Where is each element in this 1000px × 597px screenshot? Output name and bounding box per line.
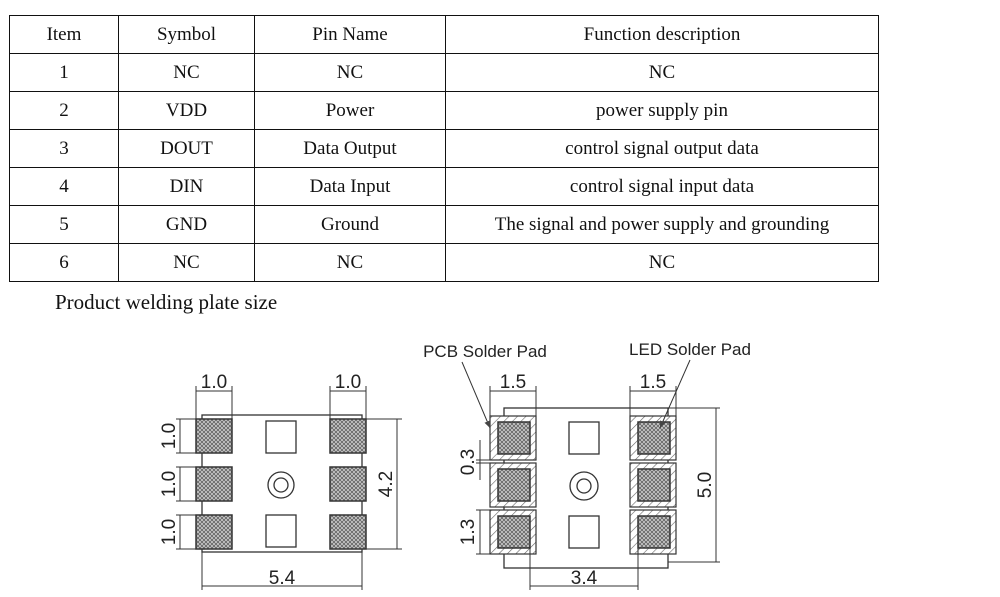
table-header-row: Item Symbol Pin Name Function descriptio… <box>9 15 879 54</box>
cell-item: 2 <box>9 91 119 130</box>
left-pad <box>329 514 367 550</box>
cell-function: NC <box>445 243 879 282</box>
right-gap-dim: 0.3 <box>458 449 479 475</box>
cell-pin-name: NC <box>254 53 446 92</box>
right-height-dim: 5.0 <box>695 472 716 498</box>
left-width-dim: 5.4 <box>269 568 296 589</box>
left-top-dim-right: 1.0 <box>335 372 361 393</box>
left-side-dim-1: 1.0 <box>159 423 180 449</box>
left-footprint <box>176 386 402 590</box>
left-pad <box>195 514 233 550</box>
cell-item: 4 <box>9 167 119 206</box>
cell-pin-name: Data Output <box>254 129 446 168</box>
cell-symbol: GND <box>118 205 255 244</box>
header-function-description: Function description <box>445 15 879 54</box>
led-solder-pad <box>497 515 531 549</box>
header-symbol: Symbol <box>118 15 255 54</box>
led-solder-pad-label: LED Solder Pad <box>629 340 751 359</box>
left-top-dim-left: 1.0 <box>201 372 227 393</box>
cell-item: 5 <box>9 205 119 244</box>
right-top-dim-left: 1.5 <box>500 372 526 393</box>
center-circle <box>267 471 295 499</box>
left-pad <box>329 418 367 454</box>
table-row: 6 NC NC NC <box>9 243 879 282</box>
table-row: 2 VDD Power power supply pin <box>9 91 879 130</box>
left-side-dim-3: 1.0 <box>159 519 180 545</box>
table-row: 5 GND Ground The signal and power supply… <box>9 205 879 244</box>
cell-pin-name: Power <box>254 91 446 130</box>
cell-function: control signal input data <box>445 167 879 206</box>
led-solder-pad <box>497 421 531 455</box>
center-window <box>265 514 297 548</box>
table-row: 3 DOUT Data Output control signal output… <box>9 129 879 168</box>
led-pad-leader <box>659 359 691 429</box>
led-solder-pad <box>637 421 671 455</box>
led-solder-pad <box>637 515 671 549</box>
cell-pin-name: NC <box>254 243 446 282</box>
center-window <box>265 420 297 454</box>
led-solder-pad <box>497 468 531 502</box>
table-row: 4 DIN Data Input control signal input da… <box>9 167 879 206</box>
led-solder-pad <box>637 468 671 502</box>
cell-function: power supply pin <box>445 91 879 130</box>
left-side-dim-2: 1.0 <box>159 471 180 497</box>
cell-symbol: NC <box>118 53 255 92</box>
cell-item: 6 <box>9 243 119 282</box>
right-width-dim: 3.4 <box>571 568 598 589</box>
left-pad <box>195 418 233 454</box>
center-circle <box>569 471 599 501</box>
pin-table: Item Symbol Pin Name Function descriptio… <box>9 15 879 282</box>
pcb-solder-pad-label: PCB Solder Pad <box>423 342 547 361</box>
welding-plate-caption: Product welding plate size <box>55 290 278 314</box>
cell-symbol: DOUT <box>118 129 255 168</box>
header-item: Item <box>9 15 119 54</box>
cell-pin-name: Data Input <box>254 167 446 206</box>
cell-item: 3 <box>9 129 119 168</box>
cell-pin-name: Ground <box>254 205 446 244</box>
right-top-dim-right: 1.5 <box>640 372 666 393</box>
left-pad <box>329 466 367 502</box>
cell-function: NC <box>445 53 879 92</box>
left-pad <box>195 466 233 502</box>
solder-pad-diagram: 1.0 1.0 1.0 1.0 1.0 4.2 5.4 <box>159 340 751 590</box>
cell-symbol: VDD <box>118 91 255 130</box>
cell-symbol: NC <box>118 243 255 282</box>
center-window <box>568 421 600 455</box>
table-row: 1 NC NC NC <box>9 53 879 92</box>
center-window <box>568 515 600 549</box>
cell-function: control signal output data <box>445 129 879 168</box>
pcb-pad-leader <box>461 361 491 429</box>
cell-function: The signal and power supply and groundin… <box>445 205 879 244</box>
left-height-dim: 4.2 <box>376 471 397 497</box>
right-footprint <box>461 359 720 590</box>
right-pad-dim: 1.3 <box>458 519 479 545</box>
cell-symbol: DIN <box>118 167 255 206</box>
cell-item: 1 <box>9 53 119 92</box>
header-pin-name: Pin Name <box>254 15 446 54</box>
